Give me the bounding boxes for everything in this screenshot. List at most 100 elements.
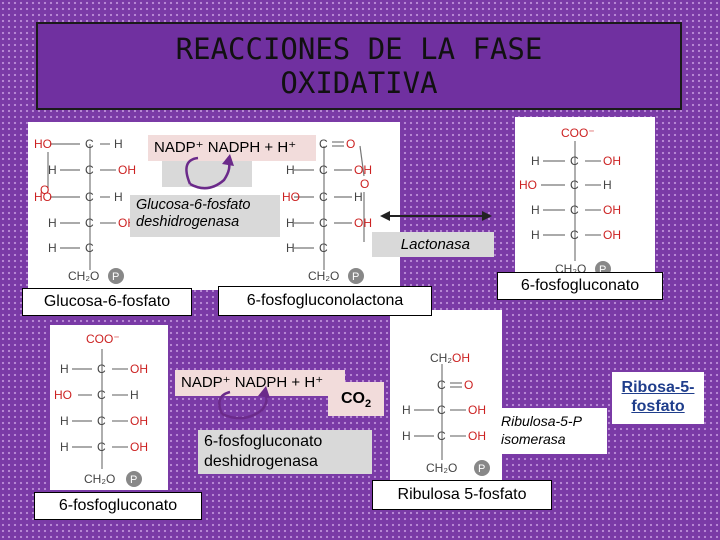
enzyme-lactonasa: Lactonasa xyxy=(372,232,494,257)
nadp-cofactor-label-top: NADP⁺ NADPH + H⁺ xyxy=(148,135,316,161)
svg-text:HO: HO xyxy=(519,178,537,192)
svg-text:H: H xyxy=(60,440,69,454)
svg-text:CH₂O: CH₂O xyxy=(426,461,457,475)
svg-text:CH₂O: CH₂O xyxy=(68,269,99,283)
svg-text:OH: OH xyxy=(118,163,136,177)
svg-text:P: P xyxy=(130,474,137,486)
svg-text:C: C xyxy=(570,154,579,168)
co2-subscript: 2 xyxy=(364,398,372,411)
phosphogluconate-structure-bottom: COO⁻ H C OH HO C H H C OH H C OH CH₂O P xyxy=(54,332,148,487)
svg-text:OH: OH xyxy=(354,163,372,177)
svg-text:H: H xyxy=(531,203,540,217)
svg-text:OH: OH xyxy=(468,429,486,443)
svg-text:C: C xyxy=(570,228,579,242)
enzyme-isomerasa: Ribulosa-5-P isomerasa xyxy=(495,408,607,454)
svg-text:H: H xyxy=(286,163,295,177)
svg-text:C: C xyxy=(85,137,94,151)
svg-text:CH₂OH: CH₂OH xyxy=(430,351,470,365)
svg-text:C: C xyxy=(319,241,328,255)
svg-text:H: H xyxy=(114,190,123,204)
phosphogluconolactone-structure: C O H C OH HO C H H C OH H C O CH₂O P xyxy=(282,137,372,284)
svg-text:C: C xyxy=(85,163,94,177)
structure-panel-bottom-middle xyxy=(390,310,502,485)
svg-text:C: C xyxy=(437,378,446,392)
svg-text:O: O xyxy=(464,378,473,392)
compound-glucosa-6-fosfato: Glucosa-6-fosfato xyxy=(22,288,192,316)
svg-text:O: O xyxy=(346,137,355,151)
svg-text:H: H xyxy=(286,241,295,255)
svg-text:OH: OH xyxy=(130,362,148,376)
svg-text:P: P xyxy=(478,463,485,475)
svg-text:COO⁻: COO⁻ xyxy=(86,332,120,346)
svg-text:H: H xyxy=(603,178,612,192)
svg-text:H: H xyxy=(354,190,363,204)
svg-text:OH: OH xyxy=(468,403,486,417)
curved-arrow-icon xyxy=(218,386,270,420)
svg-text:H: H xyxy=(48,241,57,255)
svg-text:H: H xyxy=(114,137,123,151)
compound-ribulosa-5-fosfato: Ribulosa 5-fosfato xyxy=(372,480,552,510)
svg-text:OH: OH xyxy=(603,154,621,168)
svg-text:H: H xyxy=(60,414,69,428)
svg-text:CH₂O: CH₂O xyxy=(308,269,339,283)
svg-text:H: H xyxy=(48,163,57,177)
svg-text:C: C xyxy=(319,137,328,151)
svg-text:HO: HO xyxy=(54,388,72,402)
cofactor-arrow-backdrop-top xyxy=(162,161,252,187)
svg-text:C: C xyxy=(437,429,446,443)
svg-text:O: O xyxy=(40,183,49,197)
svg-text:O: O xyxy=(360,177,369,191)
svg-text:HO: HO xyxy=(282,190,300,204)
compound-ribosa-5-fosfato: Ribosa-5- fosfato xyxy=(612,372,704,424)
curved-arrow-icon xyxy=(185,154,234,190)
svg-text:P: P xyxy=(352,271,359,283)
svg-text:P: P xyxy=(112,271,119,283)
co2-text: CO xyxy=(340,390,365,407)
svg-text:C: C xyxy=(570,178,579,192)
enzyme-6pgdh: 6-fosfogluconato deshidrogenasa xyxy=(198,430,372,474)
svg-text:C: C xyxy=(319,190,328,204)
svg-text:C: C xyxy=(319,216,328,230)
double-arrow-icon xyxy=(380,211,492,221)
svg-text:OH: OH xyxy=(130,414,148,428)
svg-text:C: C xyxy=(85,241,94,255)
nadp-cofactor-label-bottom: NADP⁺ NADPH + H⁺ xyxy=(175,370,345,396)
structure-panel-bottom-left xyxy=(50,325,168,490)
svg-text:CH₂O: CH₂O xyxy=(84,472,115,486)
enzyme-g6pdh: Glucosa-6-fosfato deshidrogenasa xyxy=(130,195,280,237)
compound-6-fosfogluconolactona: 6-fosfogluconolactona xyxy=(218,286,432,316)
compound-6-fosfogluconato-top: 6-fosfogluconato xyxy=(497,272,663,300)
svg-text:C: C xyxy=(85,216,94,230)
svg-text:OH: OH xyxy=(603,228,621,242)
svg-text:C: C xyxy=(97,388,106,402)
structure-panel-top-right xyxy=(515,117,655,282)
svg-text:H: H xyxy=(286,216,295,230)
svg-text:C: C xyxy=(437,403,446,417)
compound-6-fosfogluconato-bottom: 6-fosfogluconato xyxy=(34,492,202,520)
svg-text:OH: OH xyxy=(354,216,372,230)
svg-text:HO: HO xyxy=(34,190,52,204)
svg-text:C: C xyxy=(570,203,579,217)
slide-title: REACCIONES DE LA FASE OXIDATIVA xyxy=(36,22,682,110)
co2-label: CO2 xyxy=(328,382,384,416)
svg-text:H: H xyxy=(60,362,69,376)
svg-text:H: H xyxy=(402,403,411,417)
svg-text:H: H xyxy=(531,154,540,168)
svg-text:H: H xyxy=(531,228,540,242)
svg-text:H: H xyxy=(130,388,139,402)
ribulose-5-phosphate-structure: CH₂OH C O H C OH H C OH CH₂O P xyxy=(402,351,490,476)
svg-text:HO: HO xyxy=(34,137,52,151)
svg-text:C: C xyxy=(319,163,328,177)
svg-text:P: P xyxy=(599,264,606,276)
svg-text:C: C xyxy=(97,440,106,454)
svg-text:OH: OH xyxy=(130,440,148,454)
svg-text:C: C xyxy=(97,414,106,428)
svg-text:C: C xyxy=(97,362,106,376)
svg-text:COO⁻: COO⁻ xyxy=(561,126,595,140)
svg-text:H: H xyxy=(48,216,57,230)
svg-text:C: C xyxy=(85,190,94,204)
svg-text:OH: OH xyxy=(603,203,621,217)
svg-text:H: H xyxy=(402,429,411,443)
